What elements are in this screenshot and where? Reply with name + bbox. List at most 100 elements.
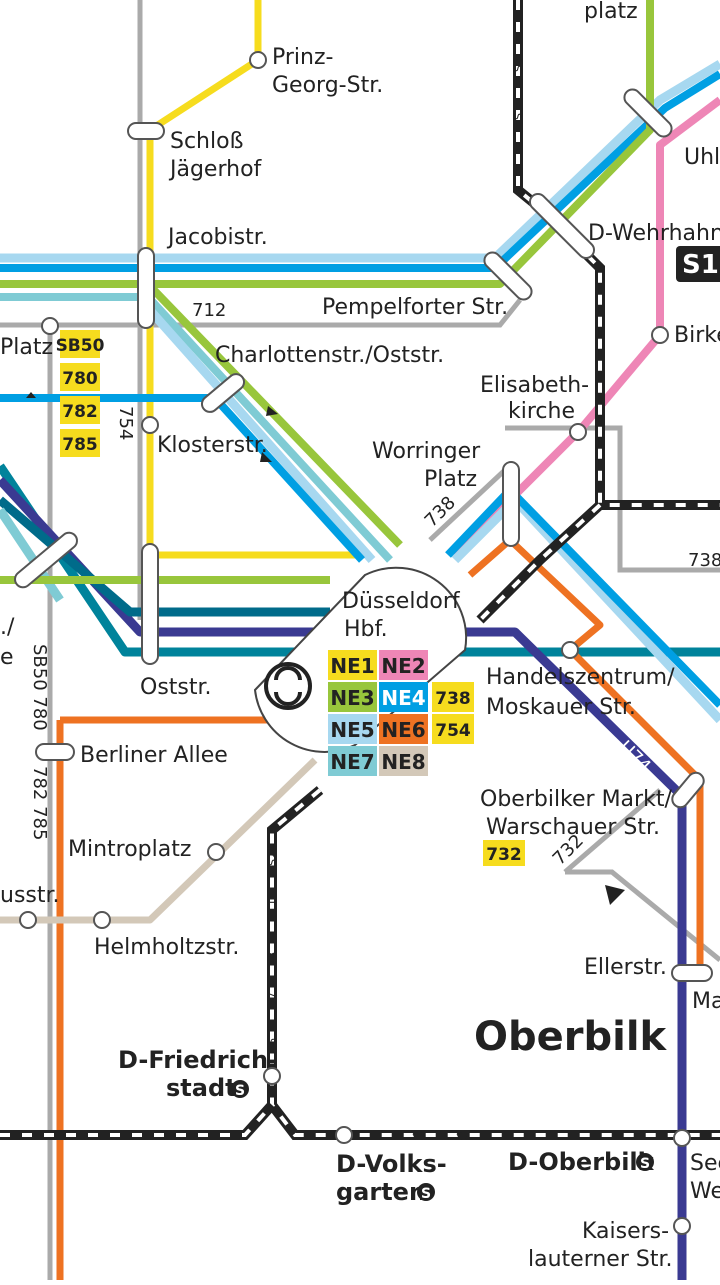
stop-volksgarten[interactable]: [335, 1126, 353, 1144]
sbahn-icon: [231, 1080, 249, 1098]
svg-text:S: S: [421, 1186, 431, 1202]
stop-oststr[interactable]: [141, 543, 159, 665]
stop-elisabethkirche[interactable]: [569, 423, 587, 441]
stop-mintroplatz[interactable]: [207, 843, 225, 861]
bus-badge-785-bg: [60, 429, 100, 457]
hbf-line-ne6: NE6: [381, 718, 425, 742]
label-kloster: Klosterstr.: [157, 433, 268, 458]
stop-worringer-platz[interactable]: [502, 461, 520, 547]
sbahn-marks: S S S: [231, 1080, 654, 1202]
line-dark-teal: [0, 496, 330, 617]
stop-schloss-jaegerhof[interactable]: [127, 122, 165, 140]
hbf-bus-738: 738: [435, 689, 471, 709]
stop-friedrichstadt[interactable]: [263, 1067, 281, 1085]
badge-732: 732: [486, 845, 522, 865]
arrow-icon: [26, 392, 36, 398]
bus-badge-780: 780: [62, 369, 98, 389]
label-prinz-1: Prinz-: [272, 45, 333, 70]
label-hbf-1: Düsseldorf: [342, 589, 461, 614]
stop-birke[interactable]: [651, 326, 669, 344]
label-754: 754: [115, 406, 136, 440]
hbf-line-ne8-bg[interactable]: [379, 746, 428, 776]
stop-charlottenstr[interactable]: [199, 371, 248, 415]
line-ne6: [467, 536, 704, 975]
svg-text:S: S: [235, 1083, 245, 1099]
label-s6-top: S6: [512, 58, 525, 72]
stop-wehrhahn[interactable]: [527, 191, 598, 262]
label-782-785: 782 785: [29, 766, 50, 840]
stop-helmholtzstr[interactable]: [93, 911, 111, 929]
hbf-line-ne5-bg[interactable]: [328, 714, 377, 744]
label-oberbilker-2: Warschauer Str.: [486, 815, 660, 840]
label-doberbilk: D-Oberbilk: [508, 1148, 655, 1176]
label-kaisers-1: Kaisers-: [582, 1219, 669, 1244]
line-ne4-north: [0, 70, 720, 272]
hbf-line-ne4-bg[interactable]: [379, 682, 428, 712]
label-helmholtz: Helmholtzstr.: [94, 935, 239, 960]
label-mintro: Mintroplatz: [68, 837, 191, 862]
label-u74: U74: [614, 737, 654, 777]
stations: [12, 51, 713, 1235]
stop-platz[interactable]: [41, 317, 59, 335]
label-left-frag-2: e: [0, 645, 14, 670]
bus-line-738-east: [505, 425, 720, 573]
label-738-right: 738: [688, 550, 720, 571]
label-volks-1: D-Volks-: [336, 1150, 447, 1178]
label-hbf-2: Hbf.: [344, 617, 388, 642]
hbf-bus-738-bg: [432, 682, 474, 712]
label-s6: S6: [266, 1038, 279, 1052]
interchange-icon: [264, 662, 312, 710]
label-jacobi: Jacobistr.: [166, 225, 268, 250]
stop-west[interactable]: [12, 529, 81, 590]
hbf-bus-754-bg: [432, 714, 474, 744]
hbf-line-ne1: NE1: [330, 654, 374, 678]
hbf-line-ne1-bg[interactable]: [328, 650, 377, 680]
stop-uhland[interactable]: [621, 86, 675, 140]
label-ellerstr: Ellerstr.: [584, 955, 667, 980]
stop-handelszentrum[interactable]: [561, 641, 579, 659]
sbahn-icon: [417, 1183, 435, 1201]
s11-badge[interactable]: [676, 246, 720, 282]
label-elisabeth-1: Elisabeth-: [480, 373, 589, 398]
label-738: 738: [421, 492, 460, 531]
label-oberbilk-district: Oberbilk: [474, 1014, 668, 1060]
label-wehrhahn: D-Wehrhahn: [588, 221, 720, 246]
hbf-line-ne8: NE8: [381, 750, 425, 774]
label-s7: S7: [266, 992, 279, 1006]
label-schloss-1: Schloß: [170, 129, 243, 154]
arrow-icon: [605, 885, 625, 905]
label-sb50-780: SB50 780: [29, 644, 50, 731]
stop-jacobistr[interactable]: [137, 247, 155, 329]
label-s7b: S7: [456, 1130, 470, 1143]
line-ne8: [0, 757, 318, 924]
bus-badge-782: 782: [62, 402, 98, 422]
stop-oberbilk[interactable]: [673, 1129, 691, 1147]
hbf-bus-754: 754: [435, 721, 471, 741]
stop-berliner-allee[interactable]: [35, 743, 75, 761]
line-ne7: [0, 507, 64, 603]
label-charlotten: Charlottenstr./Oststr.: [215, 343, 444, 368]
label-worringer-2: Platz: [424, 467, 477, 492]
stop-pempelforter[interactable]: [481, 249, 535, 303]
hbf-line-ne3-bg[interactable]: [328, 682, 377, 712]
label-s8: S8: [266, 952, 279, 966]
hbf-line-ne6-bg[interactable]: [379, 714, 428, 744]
stop-oberbilker-markt[interactable]: [669, 770, 707, 811]
arrow-icon: [266, 406, 278, 416]
label-uhl: Uhl: [684, 145, 720, 170]
stop-prinz-georg[interactable]: [249, 51, 267, 69]
hbf-line-ne7-bg[interactable]: [328, 746, 377, 776]
hbf-line-ne2-bg[interactable]: [379, 650, 428, 680]
svg-text:S: S: [640, 1156, 650, 1172]
stop-kaiserslauterner[interactable]: [673, 1217, 691, 1235]
label-712: 712: [192, 300, 226, 321]
stop-ellerstr[interactable]: [671, 964, 713, 982]
stop-usstr[interactable]: [19, 911, 37, 929]
label-usstr: usstr.: [0, 883, 60, 908]
stop-klosterstr[interactable]: [141, 416, 159, 434]
